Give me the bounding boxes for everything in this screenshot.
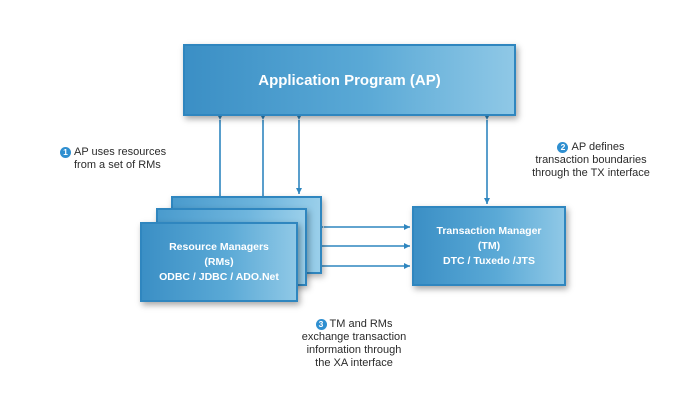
application-program-box: Application Program (AP)	[183, 44, 516, 116]
note-3-text-1: TM and RMs	[329, 318, 393, 330]
note-2-text-1: AP defines	[571, 141, 625, 153]
application-program-label: Application Program (AP)	[258, 71, 441, 89]
note-3-text-3: information through	[306, 344, 402, 356]
resource-managers-title: Resource Managers	[169, 240, 269, 253]
note-1-text-1: AP uses resources	[74, 146, 167, 158]
note-3-text-2: exchange transaction	[301, 331, 407, 343]
transaction-manager-abbrev: (TM)	[477, 239, 501, 252]
transaction-manager-box: Transaction Manager (TM) DTC / Tuxedo /J…	[412, 206, 566, 286]
note-2-text-2: transaction boundaries	[535, 154, 647, 166]
note-3-text-4: the XA interface	[315, 357, 393, 369]
resource-managers-box: Resource Managers (RMs) ODBC / JDBC / AD…	[140, 222, 298, 302]
note-1-text-2: from a set of RMs	[74, 159, 161, 171]
transaction-manager-examples: DTC / Tuxedo /JTS	[443, 254, 535, 267]
step-2-badge: 2	[557, 142, 569, 153]
resource-managers-examples: ODBC / JDBC / ADO.Net	[159, 270, 279, 283]
step-3-badge: 3	[315, 319, 327, 330]
step-1-badge: 1	[60, 147, 71, 158]
transaction-manager-title: Transaction Manager	[436, 224, 542, 237]
note-1-line-2: from a set of RMs	[60, 159, 200, 172]
note-2-text-3: through the TX interface	[532, 167, 650, 179]
resource-managers-abbrev: (RMs)	[204, 255, 234, 268]
